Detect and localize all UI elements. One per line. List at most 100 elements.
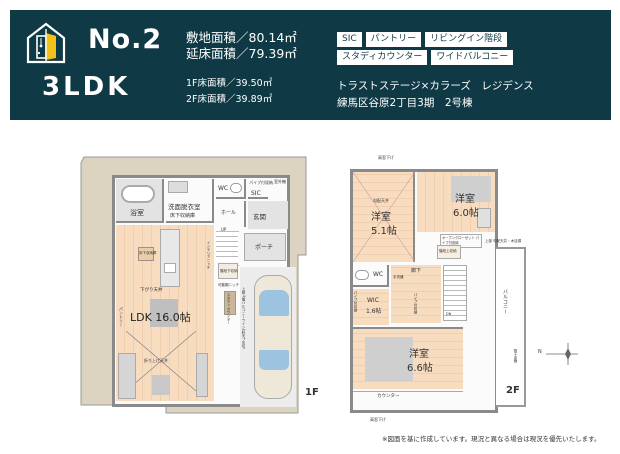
- kitchen-counter: [160, 229, 180, 287]
- folding-ceiling-mark: [126, 331, 196, 391]
- room-western-master: 洋室 6.6帖: [353, 327, 463, 389]
- toilet-icon: [355, 270, 369, 280]
- window-top-label: 高窓下げ: [378, 155, 394, 160]
- coffee-table: [152, 375, 170, 395]
- disclaimer: ※図面を基に作成しています。現況と異なる場合は現況を優先いたします。: [382, 435, 601, 443]
- wic-size: 1.6帖: [366, 308, 382, 315]
- feature-tag: パントリー: [365, 32, 422, 47]
- pipe-shelf-left-label: パイプ付収納: [354, 291, 358, 312]
- parking-space: 上部:2階バルコニーライン(軒天+水切): [240, 267, 296, 407]
- floor2-label: 2F: [506, 385, 520, 396]
- bed: [451, 176, 491, 202]
- stair-upper-storage: 階段上収納: [437, 245, 461, 259]
- folding-ceiling-label: 折り上げ天井: [144, 358, 168, 363]
- room-wic: パイプ付収納 WIC 1.6帖: [353, 289, 389, 325]
- stair-dn-label: DN: [446, 312, 452, 316]
- western-master-label: 洋室: [409, 349, 429, 360]
- floor1-label: 1F: [305, 387, 319, 398]
- house-door-icon: [26, 22, 66, 64]
- site-area: 敷地面積／80.14㎡: [186, 30, 297, 45]
- feature-tags: SIC パントリー リビングイン階段 スタディカウンター ワイドバルコニー: [337, 32, 577, 65]
- handrail-label: 物干金物: [514, 349, 518, 363]
- balcony: バルコニー 物干金物: [496, 247, 526, 407]
- drop-ceiling-label: 下がり天井: [140, 288, 163, 293]
- property-info: トラストステージ×カラーズ レジデンス 練馬区谷原2丁目3期 2号棟: [337, 78, 534, 112]
- pantry-label: パントリー: [119, 307, 124, 327]
- outdoor-unit-label: 室外機: [274, 179, 286, 184]
- feature-tag: リビングイン階段: [425, 32, 508, 47]
- underfloor-storage-label: 床下収納庫: [170, 213, 196, 219]
- floor1-plan: 浴室 洗面脱衣室 床下収納庫 WC パイプ付収納 SIC 室外機 ホール 玄関 …: [76, 155, 321, 417]
- feature-tag: スタディカウンター: [337, 50, 428, 65]
- vaulted-ceiling-label: 勾配天井: [373, 198, 389, 203]
- pipe-shelf-right-label: パイプ付収納: [414, 293, 418, 314]
- balcony-label: バルコニー: [502, 289, 508, 314]
- sic-label: SIC: [251, 190, 261, 197]
- pipe-shelf-label: パイプ付収納: [249, 180, 273, 185]
- study-counter-label: スタディカウンター: [227, 293, 231, 325]
- total-floor-area: 延床面積／79.39㎡: [186, 46, 297, 61]
- stairs-2f: DN: [443, 265, 467, 321]
- room-porch: ポーチ: [244, 233, 286, 261]
- western-6-size: 6.0帖: [453, 208, 479, 219]
- upper-note-label: 上部 勾配天井・木目調: [485, 239, 522, 243]
- stair-up-label: UP: [221, 227, 227, 232]
- interior-niche-label: インテリアニッチ: [207, 241, 211, 269]
- wic-label: WIC: [367, 297, 379, 304]
- room-entrance: 玄関: [248, 201, 288, 229]
- ldk-label: LDK 16.0帖: [130, 311, 191, 324]
- property-address: 練馬区谷原2丁目3期 2号棟: [337, 97, 473, 109]
- area-summary: 敷地面積／80.14㎡ 延床面積／79.39㎡: [186, 30, 297, 62]
- dining-table: [150, 299, 178, 327]
- open-closet-label: オープンクローゼット パイプ付収納: [442, 236, 480, 245]
- wc-label: WC: [218, 185, 229, 192]
- floor-area-summary: 1F床面積／39.50㎡ 2F床面積／39.89㎡: [186, 76, 272, 108]
- room-wc-2f: WC: [353, 265, 389, 287]
- open-closet: オープンクローゼット パイプ付収納: [440, 234, 482, 248]
- counter: カウンター: [353, 391, 463, 401]
- washroom-label: 洗面脱衣室: [168, 203, 201, 211]
- western-master-size: 6.6帖: [407, 363, 433, 374]
- desk: [477, 208, 491, 228]
- underfloor-storage-hatch: [138, 247, 154, 261]
- kitchen-sink-icon: [164, 263, 176, 273]
- study-counter: スタディカウンター: [224, 291, 236, 325]
- car-icon: [254, 275, 292, 399]
- tv-board: [196, 353, 208, 397]
- western-6-label: 洋室: [455, 194, 475, 205]
- stairs: [216, 231, 238, 261]
- movable-shelf-label: 可動棚ニッチ: [218, 283, 239, 287]
- stair-storage: 階段下収納: [218, 263, 238, 279]
- room-western-5: 勾配天井 洋室 5.1帖: [353, 172, 415, 262]
- wc-2f-label: WC: [373, 271, 384, 278]
- compass-icon: [546, 343, 578, 365]
- floor2-area: 2F床面積／39.89㎡: [186, 94, 273, 105]
- western-5-label: 洋室: [371, 212, 391, 223]
- hall-label: ホール: [221, 210, 237, 216]
- feature-tag: SIC: [337, 32, 362, 47]
- stair-storage-label: 階段下収納: [220, 269, 238, 273]
- bathtub-icon: [121, 185, 155, 203]
- compass: N: [538, 343, 578, 365]
- underfloor-storage-label: 床下収納庫: [139, 251, 157, 255]
- room-hall: ホール: [216, 201, 246, 227]
- western-5-size: 5.1帖: [371, 226, 397, 237]
- room-sic: パイプ付収納 SIC: [248, 179, 273, 199]
- room-bath: 浴室: [116, 179, 164, 223]
- room-western-6: 洋室 6.0帖: [417, 172, 495, 232]
- compass-north-label: N: [538, 349, 542, 355]
- sofa: [118, 353, 136, 399]
- floor1-area: 1F床面積／39.50㎡: [186, 78, 273, 89]
- parking-note-label: 上部:2階バルコニーライン(軒天+水切): [242, 287, 246, 349]
- property-name: トラストステージ×カラーズ レジデンス: [337, 80, 534, 92]
- wash-counter-label: 手洗器: [393, 275, 404, 279]
- washbasin-icon: [168, 181, 188, 193]
- room-washroom: 洗面脱衣室 床下収納庫: [166, 179, 214, 223]
- porch-label: ポーチ: [255, 244, 274, 251]
- floor2-plan: 高窓下げ 勾配天井 洋室 5.1帖 洋室 6.0帖 オープンクローゼット パイプ…: [340, 155, 610, 425]
- layout-type: 3LDK: [42, 72, 131, 102]
- header-banner: No.2 3LDK 敷地面積／80.14㎡ 延床面積／79.39㎡ 1F床面積／…: [10, 10, 611, 120]
- room-hall-2f: 廊下 手洗器: [391, 265, 441, 323]
- counter-label: カウンター: [377, 394, 400, 399]
